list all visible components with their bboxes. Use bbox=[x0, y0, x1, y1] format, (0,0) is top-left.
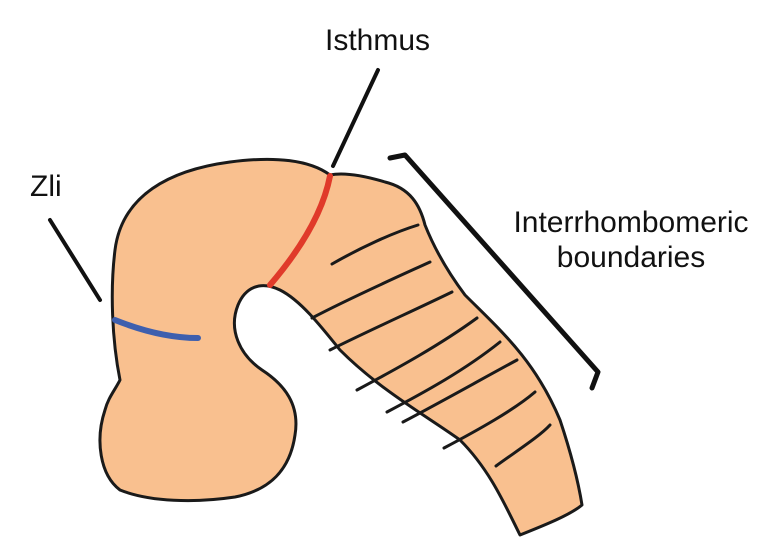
rhombomere-boundary bbox=[330, 223, 420, 266]
rhombomere-boundaries bbox=[310, 223, 552, 468]
rhombomere-boundary bbox=[385, 340, 502, 414]
embryonic-brain-shape bbox=[98, 157, 584, 537]
isthmus-boundary bbox=[267, 173, 333, 288]
zli-pointer-line bbox=[48, 218, 102, 302]
interrhombomeric-label-line1: Interrhombomeric bbox=[513, 206, 749, 239]
isthmus-label: Isthmus bbox=[325, 24, 431, 57]
rhombomere-boundary bbox=[310, 260, 432, 320]
rhombomere-boundary bbox=[355, 316, 479, 392]
interrhombomeric-boundaries-label: Interrhombomeric boundaries bbox=[500, 206, 762, 275]
rhombomere-boundary bbox=[442, 390, 537, 450]
isthmus-pointer-line bbox=[331, 68, 380, 168]
zli-boundary bbox=[112, 317, 201, 341]
rhombomere-boundary bbox=[494, 423, 552, 468]
rhombomere-boundary bbox=[401, 358, 519, 424]
interrhombomeric-bracket bbox=[387, 152, 601, 391]
interrhombomeric-label-line2: boundaries bbox=[556, 240, 706, 274]
zli-label: Zli bbox=[30, 170, 62, 203]
rhombomere-boundary bbox=[328, 290, 454, 352]
